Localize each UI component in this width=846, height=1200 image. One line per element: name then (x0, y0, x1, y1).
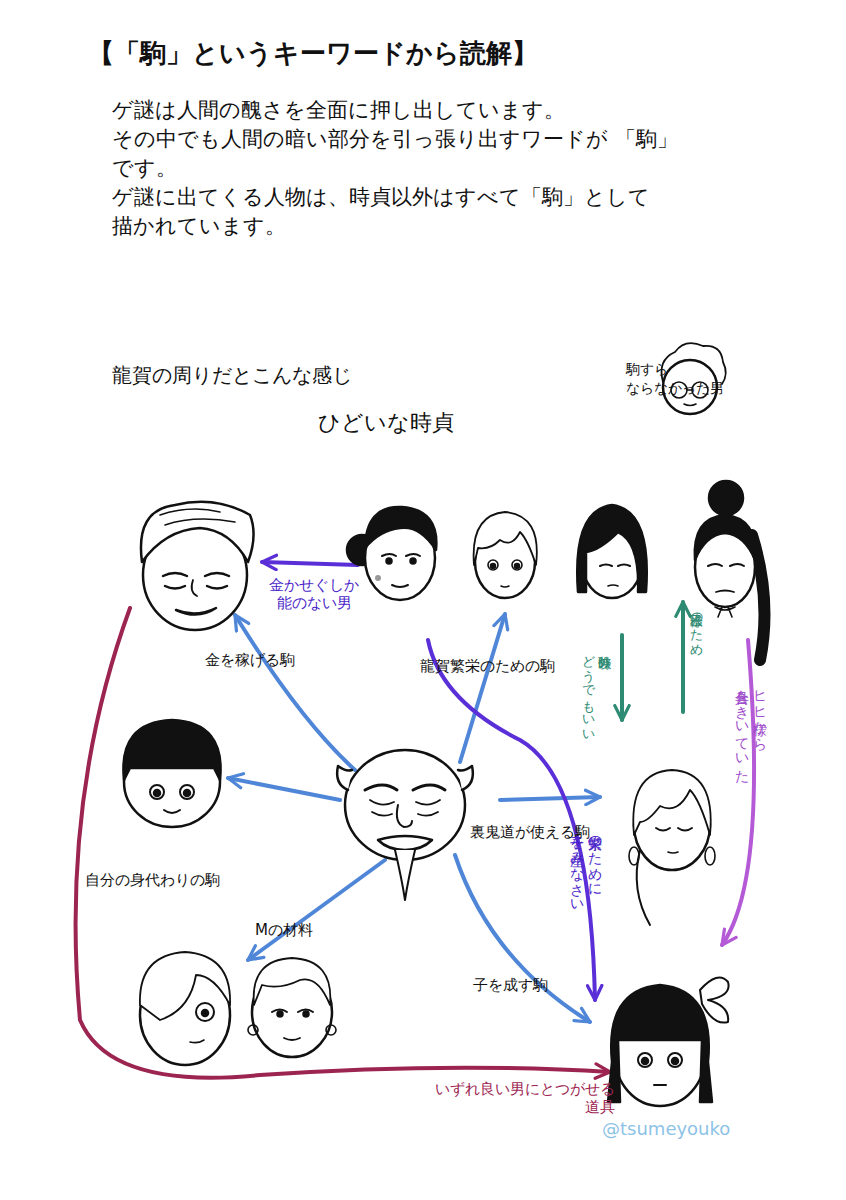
face (695, 481, 765, 660)
face (248, 958, 336, 1057)
faces (123, 343, 764, 1106)
annotation-label: ヒヒ様から 具合をきいていた (733, 680, 768, 800)
annotation-label: 乙米様のため (688, 604, 704, 649)
annotation-label: いずれ良い男にとつがせる 道具 (420, 1080, 615, 1116)
annotation-label: 駒すら ならなかった男 (626, 360, 738, 398)
face (347, 507, 436, 600)
annotation-label: 子を成す駒 (473, 975, 548, 995)
annotation-label: 金を稼げる駒 (205, 650, 295, 670)
title: 【「駒」というキーワードから読解】 (88, 36, 538, 71)
face (123, 720, 220, 827)
annotation-label: 金かせぐしか 能のない男 (258, 576, 370, 612)
face (577, 505, 647, 598)
annotation-label: 自分の身代わりの駒 (85, 870, 220, 890)
face (140, 952, 230, 1065)
annotation-label: Mの材料 (255, 920, 313, 940)
annotation-label: ゲ謎に出てくる人物は、時貞以外はすべて「駒」として 描かれています。 (112, 183, 687, 241)
face (141, 502, 254, 630)
annotation-label: 繁栄のために 子を産みなさい (568, 826, 603, 932)
face (662, 343, 726, 414)
annotation-label: @tsumeyouko (602, 1117, 730, 1141)
face (629, 770, 715, 925)
annotation-label: 龍賀の周りだとこんな感じ (112, 362, 352, 389)
face (474, 512, 537, 598)
annotation-label: ひどいな時貞 (318, 408, 454, 438)
face (337, 750, 473, 900)
annotation-label: ゲ謎は人間の醜さを全面に押し出しています。 その中でも人間の暗い部分を引っ張り出… (112, 96, 687, 183)
annotation-label: 龍賀繁栄のための駒 (420, 656, 555, 676)
face (608, 978, 729, 1107)
annotation-label: 時弥以外 どうでもいい (580, 646, 613, 732)
